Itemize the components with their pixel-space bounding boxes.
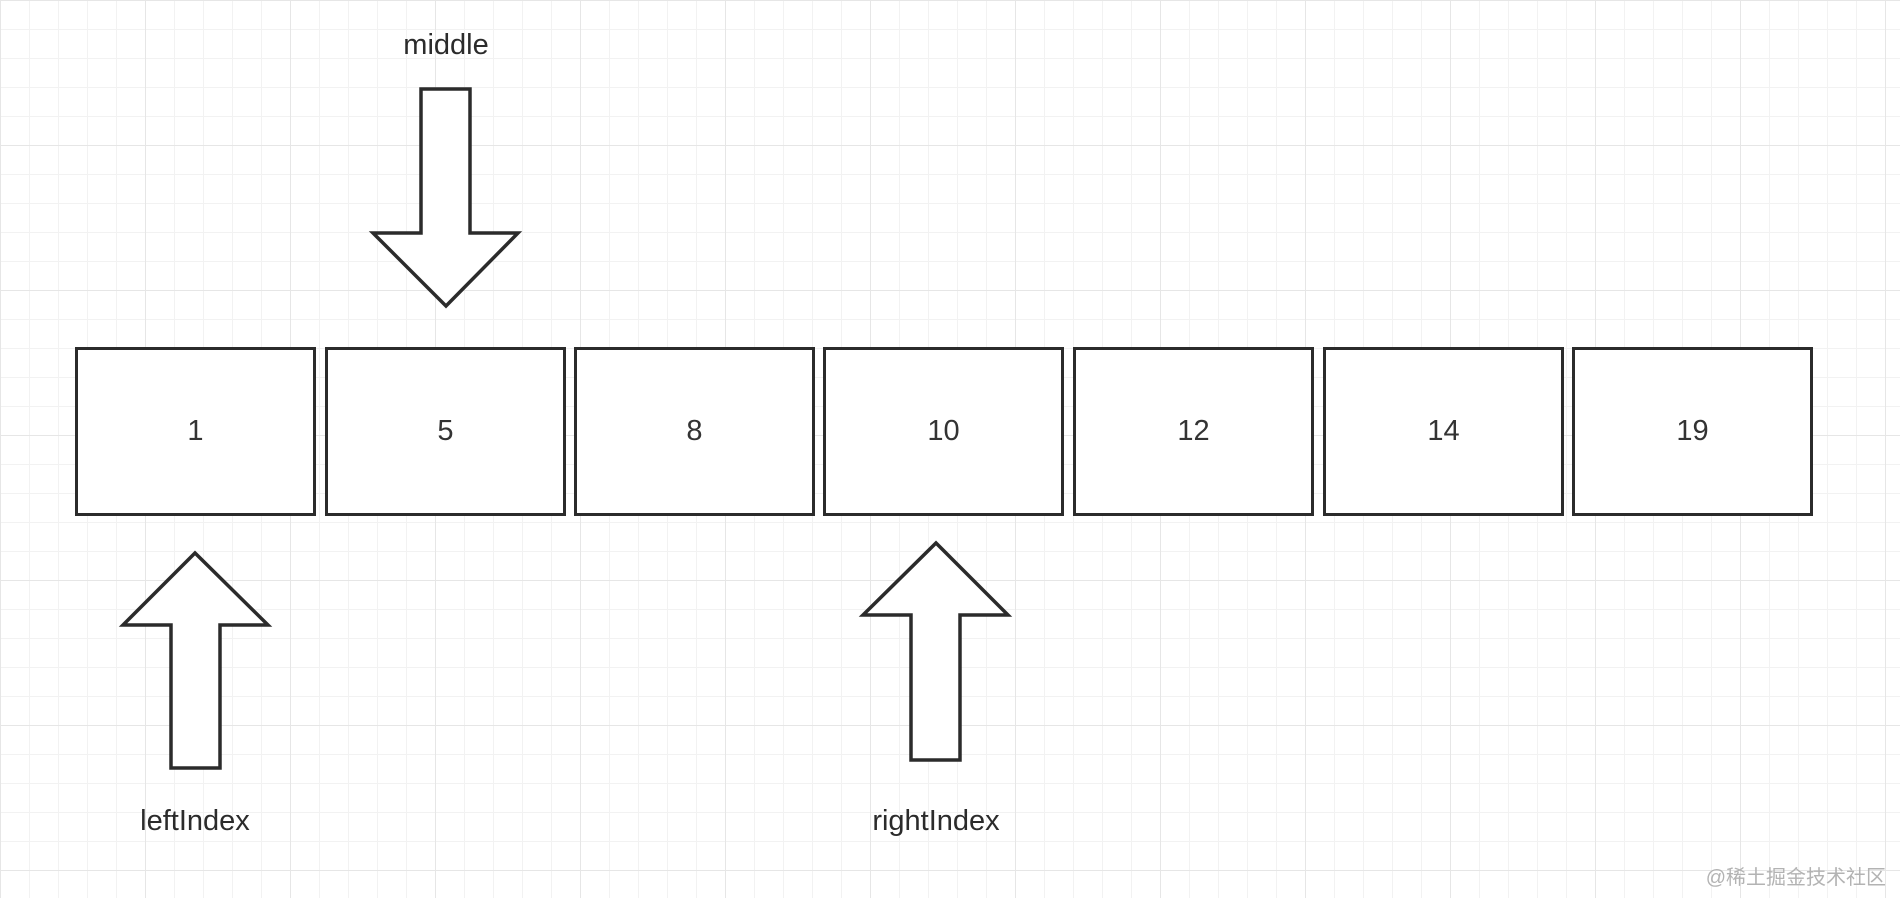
right-index-pointer-label: rightIndex <box>872 805 1000 837</box>
array-cell-1: 5 <box>325 347 566 516</box>
right-index-pointer-arrow <box>858 540 1013 762</box>
array-cell-value: 5 <box>437 415 454 447</box>
array-cell-4: 12 <box>1073 347 1314 516</box>
array-cell-value: 14 <box>1427 415 1460 447</box>
array-cell-value: 12 <box>1177 415 1210 447</box>
middle-pointer-arrow <box>368 87 523 309</box>
array-cell-5: 14 <box>1323 347 1564 516</box>
left-index-pointer-arrow <box>118 550 273 770</box>
array-cell-0: 1 <box>75 347 316 516</box>
left-index-pointer-label: leftIndex <box>140 805 250 837</box>
middle-pointer-label: middle <box>403 29 489 61</box>
array-cell-value: 10 <box>927 415 960 447</box>
array-cell-6: 19 <box>1572 347 1813 516</box>
watermark: @稀土掘金技术社区 <box>1705 867 1886 889</box>
array-cell-2: 8 <box>574 347 815 516</box>
array-cell-value: 19 <box>1676 415 1709 447</box>
array-cell-3: 10 <box>823 347 1064 516</box>
array-cell-value: 8 <box>686 415 703 447</box>
array-cell-value: 1 <box>187 415 204 447</box>
